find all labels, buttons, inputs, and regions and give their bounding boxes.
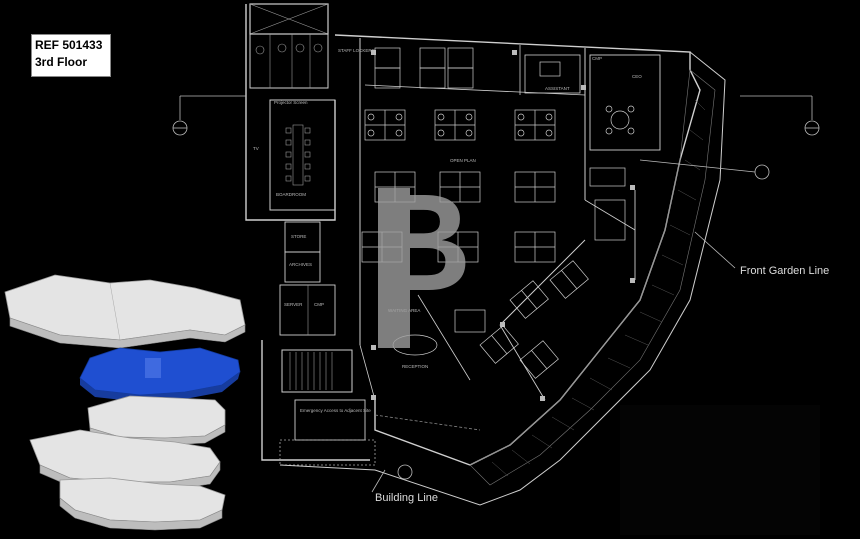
cmp2-label: CMP (592, 56, 602, 61)
store-label: STORE (291, 234, 306, 239)
projector-label: Projector Screen (274, 100, 308, 105)
building-line-label: Building Line (375, 492, 438, 504)
reception-label: RECEPTION (402, 364, 428, 369)
front-garden-line-label: Front Garden Line (740, 265, 829, 277)
floor-stack-3d (4, 274, 246, 531)
emergency-label: Emergency Access to Adjacent Site (300, 408, 371, 413)
watermark-letter: B (372, 166, 472, 320)
dark-patch (620, 405, 820, 535)
workstations (361, 47, 635, 379)
floor-level-bottom (59, 477, 226, 531)
service-block: Projector Screen TV BOARDROOM STAFF LOCK… (245, 3, 376, 466)
open-plan-label: OPEN PLAN (450, 158, 476, 163)
floor-level-text: 3rd Floor (35, 55, 88, 69)
floor-level-top (4, 274, 246, 349)
section-markers (172, 95, 820, 493)
archives-label: ARCHIVES (289, 262, 312, 267)
tv-label: TV (253, 146, 259, 151)
watermark-logo: B (372, 166, 472, 348)
ceo-label: CEO (632, 74, 642, 79)
reference-number: REF 501433 (35, 38, 103, 52)
boardroom-label: BOARDROOM (276, 192, 306, 197)
assistant-label: ASSISTANT (545, 86, 570, 91)
reference-label-box: REF 501433 3rd Floor (31, 34, 111, 77)
server-label: SERVER (284, 302, 303, 307)
staff-lockers-label: STAFF LOCKERS (338, 48, 375, 53)
cmp-label: CMP (314, 302, 324, 307)
floor-level-highlighted (79, 347, 241, 402)
